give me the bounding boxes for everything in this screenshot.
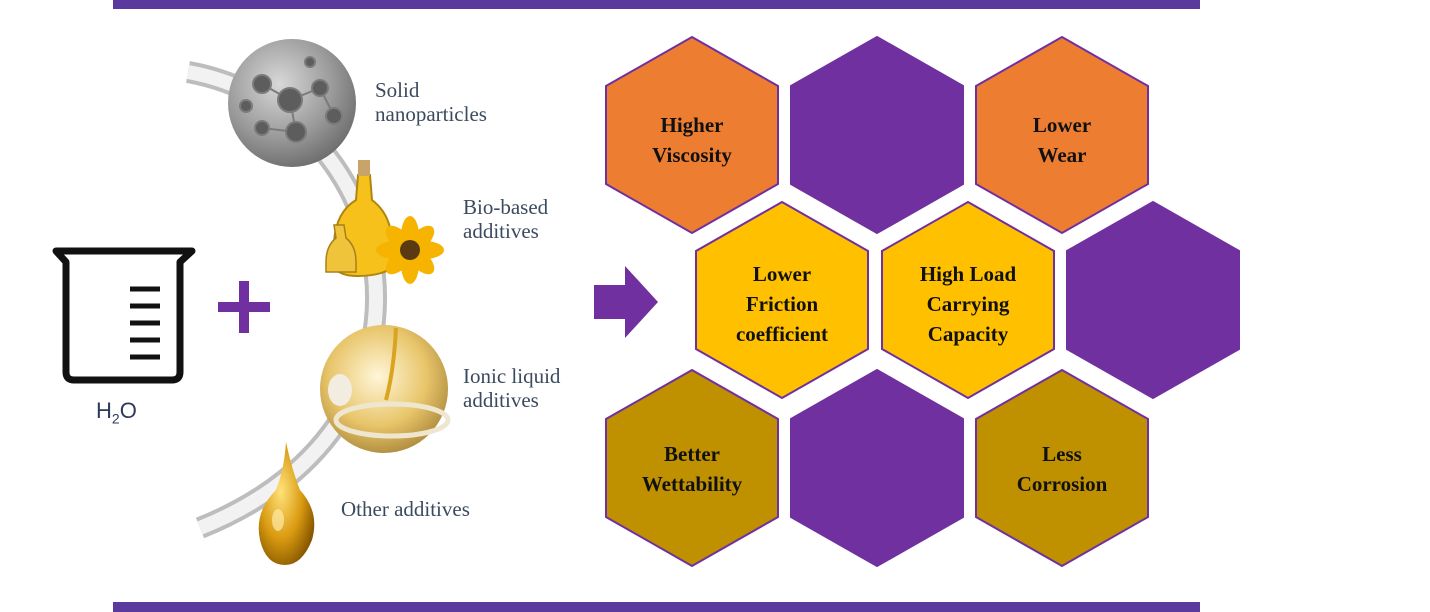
- beaker-icon: [52, 247, 196, 384]
- oil-drop-icon: [258, 442, 315, 565]
- hex-high-load: [881, 200, 1055, 400]
- bio-oil-bottles-image: [325, 160, 444, 284]
- nanoparticles-image: [228, 39, 356, 167]
- sunflower-icon: [376, 216, 444, 284]
- plus-icon: [218, 281, 270, 333]
- additive-label-other: Other additives: [341, 497, 470, 521]
- hex-purple-bottom: [790, 368, 964, 568]
- hex-lower-wear: [975, 35, 1149, 235]
- water-label: H2O: [96, 398, 137, 427]
- hex-better-wettability: [605, 368, 779, 568]
- top-divider-bar: [113, 0, 1200, 9]
- hex-less-corrosion: [975, 368, 1149, 568]
- hex-purple-right: [1066, 200, 1240, 400]
- hex-purple-top: [790, 35, 964, 235]
- hex-lower-friction: [695, 200, 869, 400]
- bottom-divider-bar: [113, 602, 1200, 612]
- arrow-right-icon: [594, 266, 658, 338]
- hex-higher-viscosity: [605, 35, 779, 235]
- ionic-liquid-image: [320, 325, 451, 453]
